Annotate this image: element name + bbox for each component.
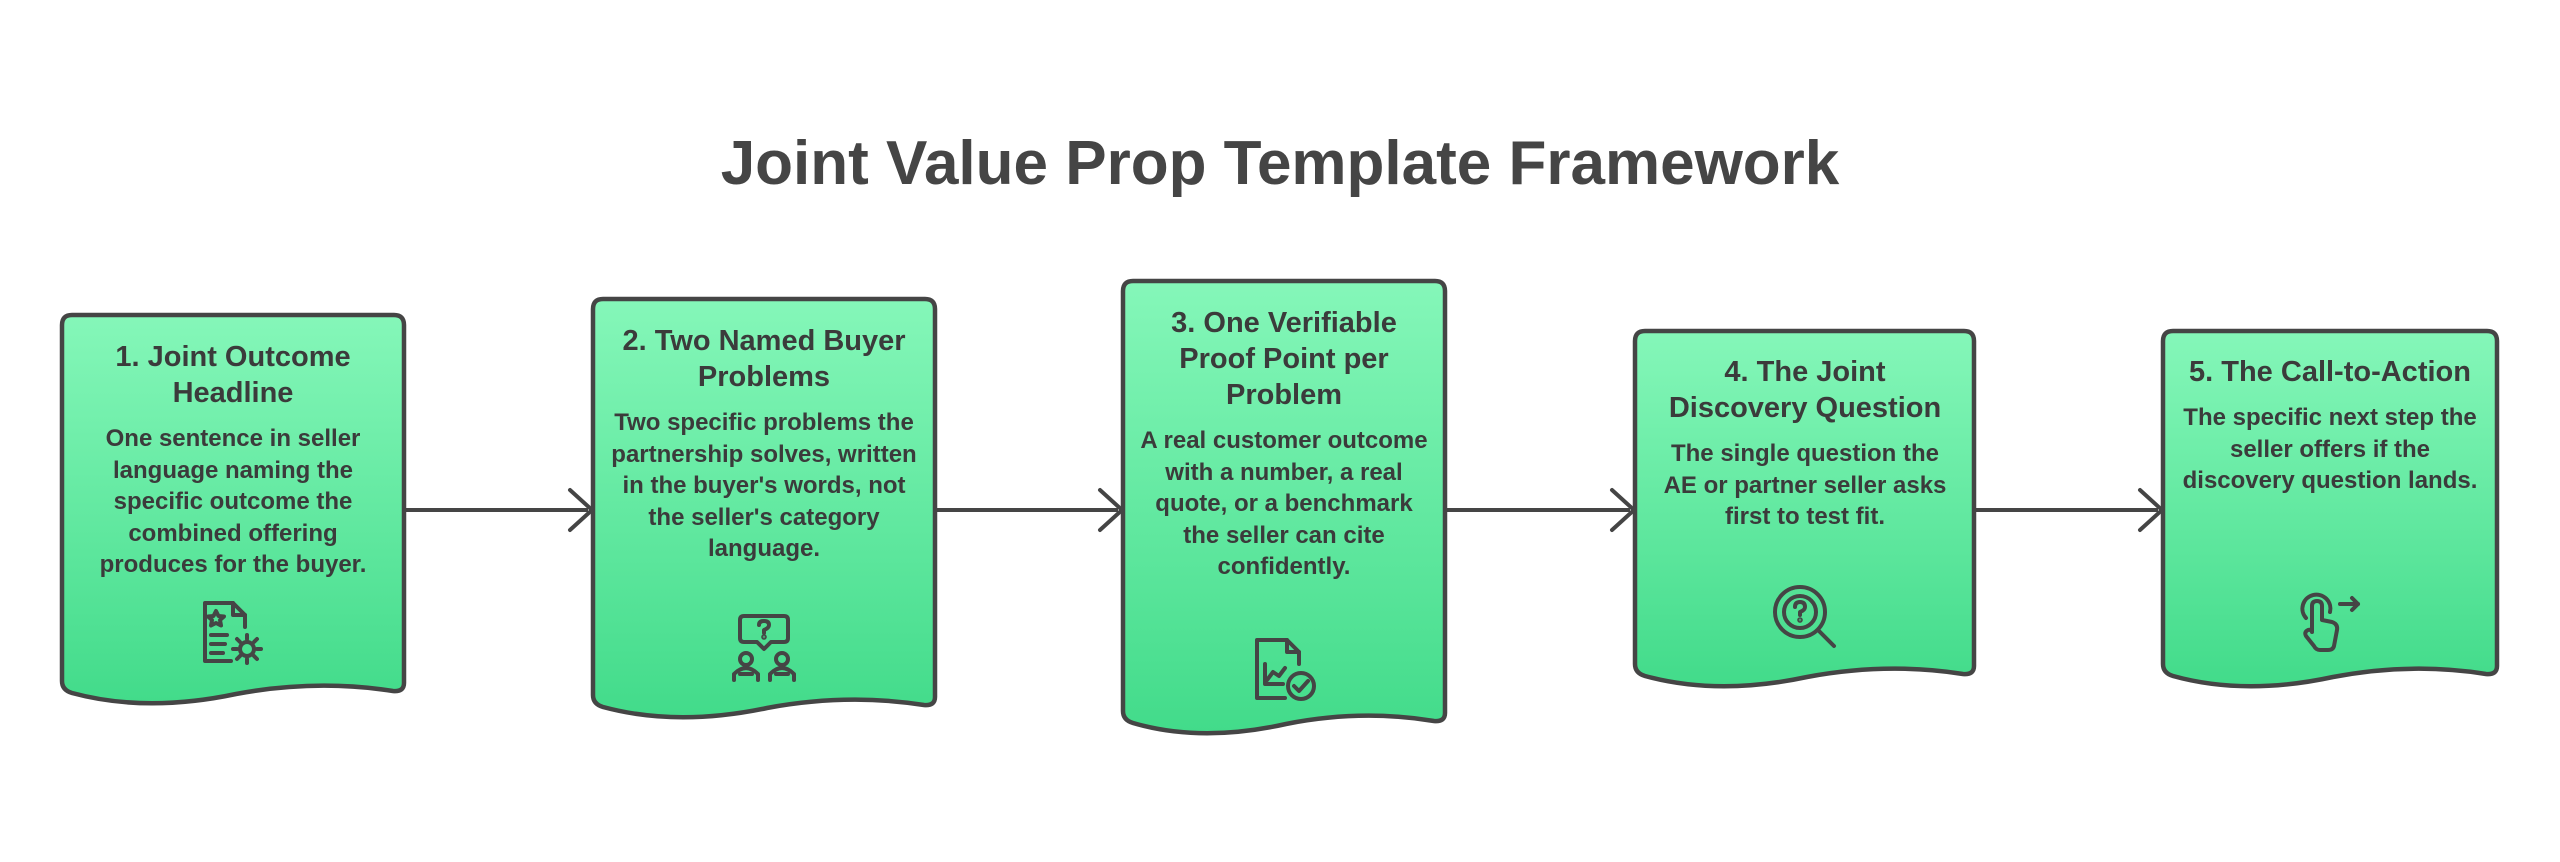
step-3-description: A real customer outcome with a number, a…: [1140, 427, 1428, 580]
step-1-description: One sentence in seller language naming t…: [99, 425, 367, 578]
step-4-description: The single question the AE or partner se…: [1663, 440, 1947, 530]
connector-3-4: [1445, 488, 1636, 532]
step-card-5: [2160, 328, 2500, 689]
verified-report-icon: [1249, 634, 1323, 708]
step-card-3: [1120, 278, 1448, 736]
step-1-text: 1. Joint Outcome Headline One sentence i…: [74, 339, 392, 581]
step-1-title: 1. Joint Outcome Headline: [115, 341, 351, 409]
step-2-text: 2. Two Named Buyer Problems Two specific…: [605, 323, 923, 565]
step-5-title: 5. The Call-to-Action: [2189, 356, 2471, 388]
step-2-title: 2. Two Named Buyer Problems: [622, 325, 906, 393]
step-4-text: 4. The Joint Discovery Question The sing…: [1654, 354, 1956, 533]
step-5-text: 5. The Call-to-Action The specific next …: [2182, 354, 2478, 497]
connector-1-2: [404, 488, 594, 532]
document-settings-icon: [197, 597, 271, 671]
step-3-title: 3. One Verifiable Proof Point per Proble…: [1171, 307, 1397, 411]
connector-4-5: [1974, 488, 2164, 532]
step-card-2: [590, 296, 938, 720]
step-2-description: Two specific problems the partnership so…: [611, 409, 917, 562]
question-search-icon: [1768, 580, 1842, 654]
step-3-text: 3. One Verifiable Proof Point per Proble…: [1137, 305, 1431, 583]
step-card-1: [59, 312, 407, 706]
tap-next-icon: [2292, 584, 2366, 658]
step-card-4: [1632, 328, 1977, 689]
step-5-description: The specific next step the seller offers…: [2182, 404, 2478, 494]
diagram-title: Joint Value Prop Template Framework: [720, 129, 1840, 198]
step-4-title: 4. The Joint Discovery Question: [1668, 356, 1942, 424]
connector-2-3: [935, 488, 1124, 532]
people-question-icon: [727, 612, 801, 686]
